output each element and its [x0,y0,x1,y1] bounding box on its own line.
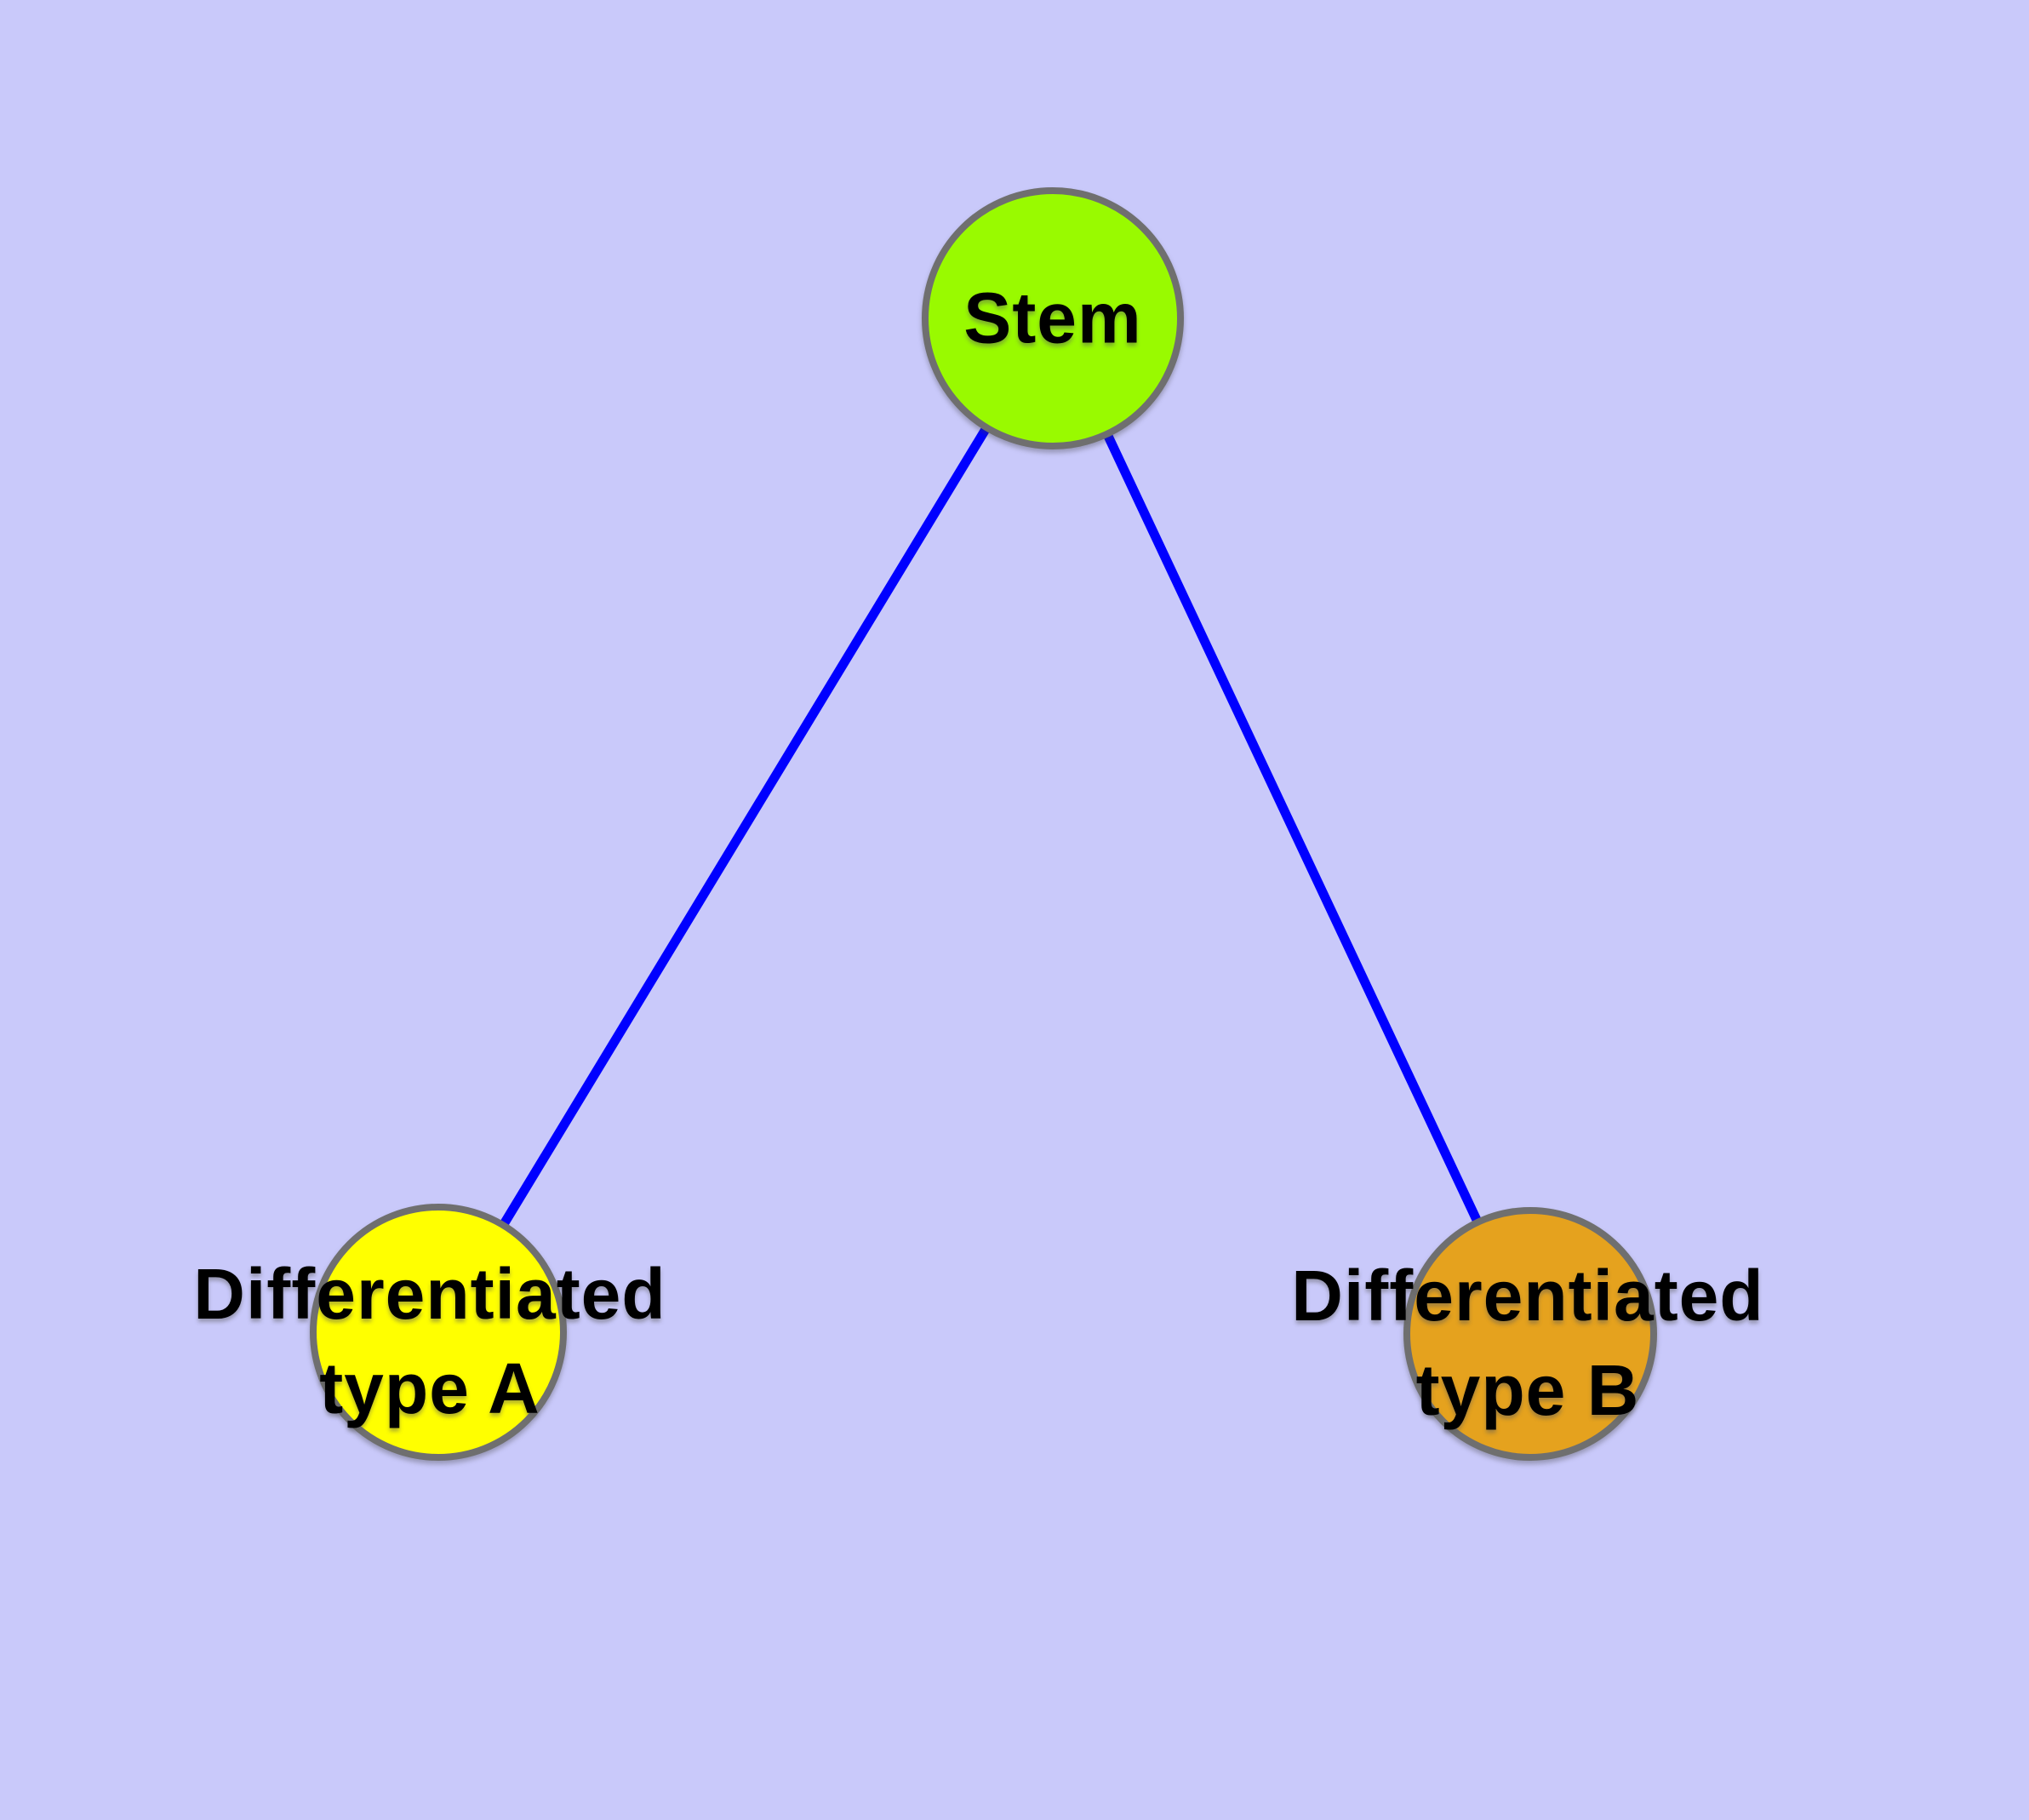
node-group [310,187,1657,1461]
node-stem-circle [922,187,1184,449]
edge-group [434,316,1535,1336]
node-differentiated-type-a-circle [310,1204,567,1461]
node-differentiated-type-b-circle [1403,1207,1657,1461]
edge-stem-to-differentiated-type-b [1049,316,1535,1336]
edge-stem-to-differentiated-type-a [434,316,1057,1335]
